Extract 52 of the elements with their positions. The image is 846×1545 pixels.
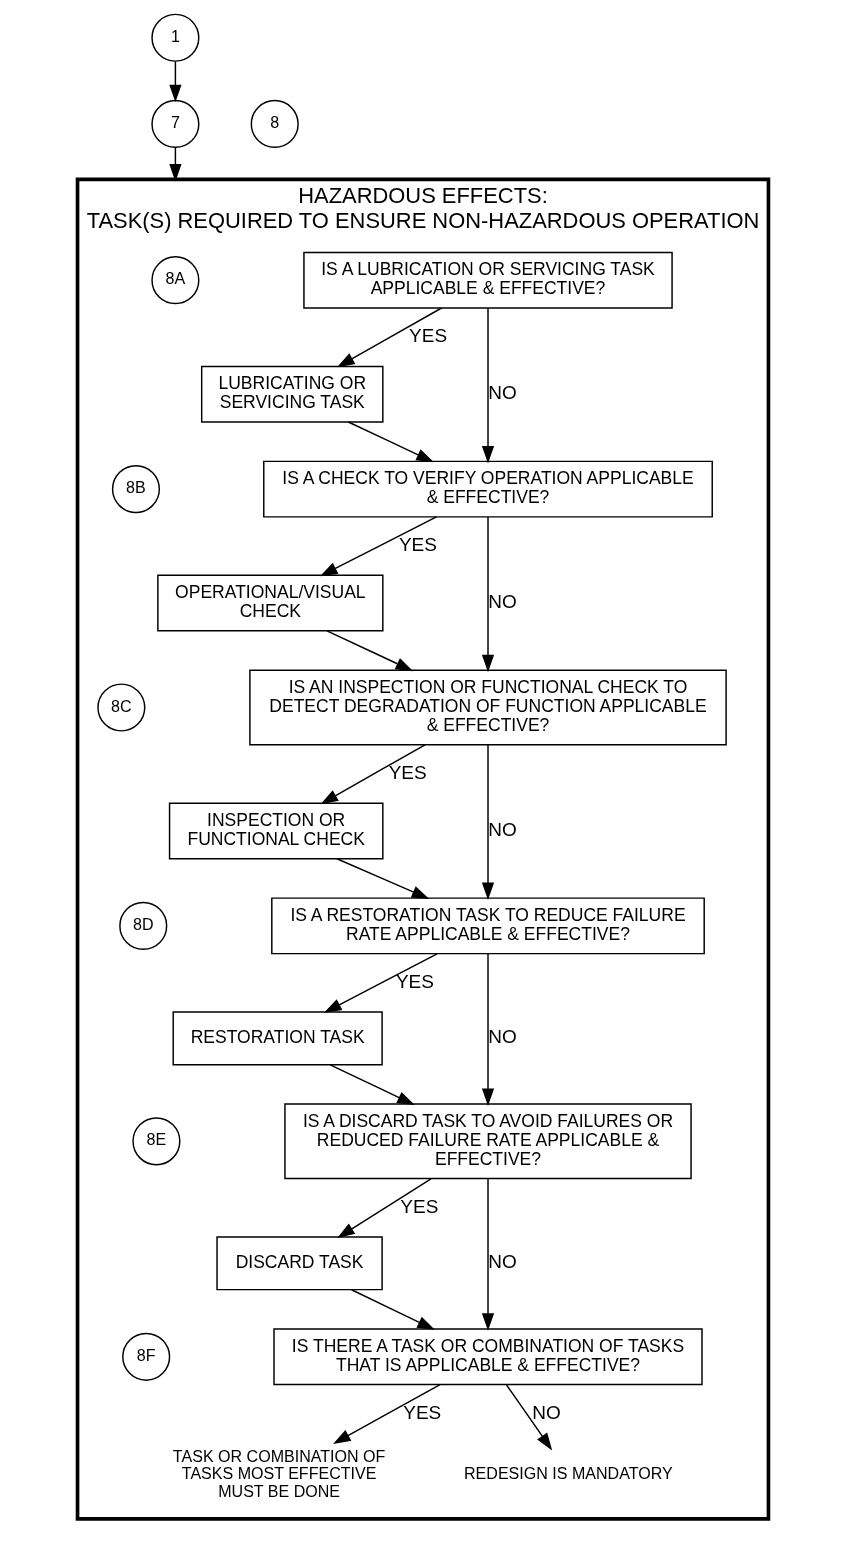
node-circle: 8C (97, 683, 146, 732)
edge-label: YES (403, 1401, 442, 1423)
arrow (169, 60, 182, 103)
node-box: IS A CHECK TO VERIFY OPERATION APPLICABLE & EFFECTIVE? (263, 460, 713, 518)
node-box: IS A RESTORATION TASK TO REDUCE FAILURE RATE APPLICABLE & EFFECTIVE? (271, 897, 705, 955)
node-text: TASK OR COMBINATION OF TASKS MOST EFFECTIVE MUST BE DONE (172, 1446, 386, 1500)
node-box: IS THERE A TASK OR COMBINATION OF TASKS THAT IS APPLICABLE & EFFECTIVE? (273, 1328, 703, 1386)
edge-label: YES (400, 1195, 439, 1217)
node-circle: 7 (151, 99, 200, 148)
edge-label: NO (488, 382, 517, 404)
arrow (323, 953, 438, 1013)
arrow (337, 307, 443, 368)
node-box: IS A DISCARD TASK TO AVOID FAILURES OR REDUCED FAILURE RATE APPLICABLE & EFFECTIVE? (284, 1103, 692, 1180)
node-box: IS A LUBRICATION OR SERVICING TASK APPLICABLE & EFFECTIVE? (303, 251, 673, 309)
arrow (481, 1178, 495, 1331)
arrow (336, 858, 430, 899)
node-box: IS AN INSPECTION OR FUNCTIONAL CHECK TO DETECT DEGRADATION OF FUNCTION APPLICABLE & EFFECTIVE? (249, 669, 727, 746)
edge-label: YES (409, 325, 448, 347)
edge-label: NO (532, 1401, 561, 1423)
node-box: INSPECTION OR FUNCTIONAL CHECK (168, 802, 384, 860)
edge-label: NO (488, 591, 517, 613)
arrow (350, 1289, 435, 1330)
arrow (319, 516, 438, 577)
edge-label: YES (388, 761, 427, 783)
node-box: DISCARD TASK (216, 1236, 383, 1291)
node-text: REDESIGN IS MANDATORY (464, 1464, 673, 1483)
arrow (320, 744, 426, 805)
node-circle: 8E (132, 1117, 181, 1166)
arrow (333, 1384, 441, 1444)
arrow (481, 953, 495, 1107)
edge-label: NO (488, 1251, 517, 1273)
node-box: OPERATIONAL/VISUAL CHECK (157, 574, 384, 632)
node-circle: 8F (122, 1332, 171, 1381)
node-circle: 8B (111, 465, 161, 514)
edge-label: NO (488, 818, 517, 840)
node-circle: 8A (151, 256, 200, 305)
arrow (505, 1384, 553, 1451)
arrow (481, 744, 495, 900)
node-circle: 1 (151, 13, 200, 62)
arrow (337, 1178, 432, 1239)
arrow (347, 421, 434, 463)
arrow (329, 1064, 415, 1106)
node-box: RESTORATION TASK (172, 1011, 383, 1066)
edge-label: NO (488, 1026, 517, 1048)
arrow (481, 307, 495, 464)
edge-label: YES (398, 534, 437, 556)
arrow (326, 630, 414, 672)
edge-label: YES (395, 970, 434, 992)
arrow (481, 516, 495, 673)
node-circle: 8D (119, 901, 168, 950)
node-circle: 8 (250, 99, 299, 148)
node-box: LUBRICATING OR SERVICING TASK (200, 365, 384, 423)
